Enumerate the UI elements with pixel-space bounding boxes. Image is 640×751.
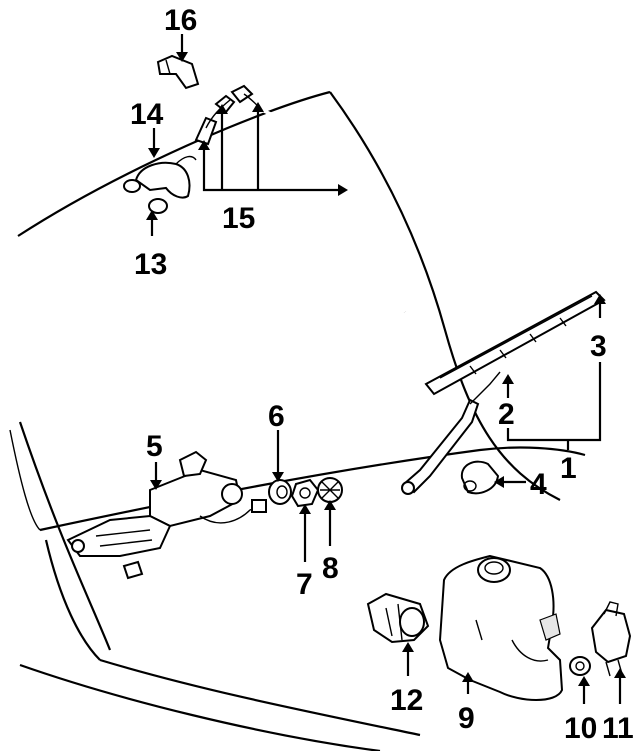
label-12: 12 — [390, 684, 423, 717]
label-14: 14 — [130, 98, 164, 131]
nut — [290, 478, 320, 508]
wiper-blade — [424, 290, 606, 396]
label-8: 8 — [322, 552, 339, 585]
washer-nozzle — [123, 155, 197, 214]
part-labels: 16 14 13 15 3 2 1 4 5 6 7 8 12 9 10 11 — [130, 4, 634, 745]
leader-lines — [146, 34, 626, 704]
washer-reservoir — [438, 554, 564, 701]
arm-cap — [460, 460, 500, 495]
washer-hose — [194, 84, 407, 313]
label-15: 15 — [222, 202, 255, 235]
label-13: 13 — [134, 248, 167, 281]
washer-pump — [590, 601, 632, 677]
washer-motor — [366, 592, 430, 644]
label-10: 10 — [564, 712, 597, 745]
hose-clip — [156, 54, 200, 90]
label-1: 1 — [560, 452, 577, 485]
label-3: 3 — [590, 330, 607, 363]
label-2: 2 — [498, 398, 515, 431]
grommet — [268, 479, 292, 505]
seal — [317, 477, 343, 503]
liftgate-outline — [9, 90, 586, 751]
wiper-motor — [66, 450, 267, 580]
label-7: 7 — [296, 568, 313, 601]
label-11: 11 — [602, 712, 634, 745]
label-16: 16 — [164, 4, 197, 37]
label-9: 9 — [458, 702, 475, 735]
pump-grommet — [569, 656, 591, 676]
label-4: 4 — [530, 468, 547, 501]
label-5: 5 — [146, 430, 163, 463]
label-6: 6 — [268, 400, 285, 433]
wiper-arm — [401, 371, 501, 495]
